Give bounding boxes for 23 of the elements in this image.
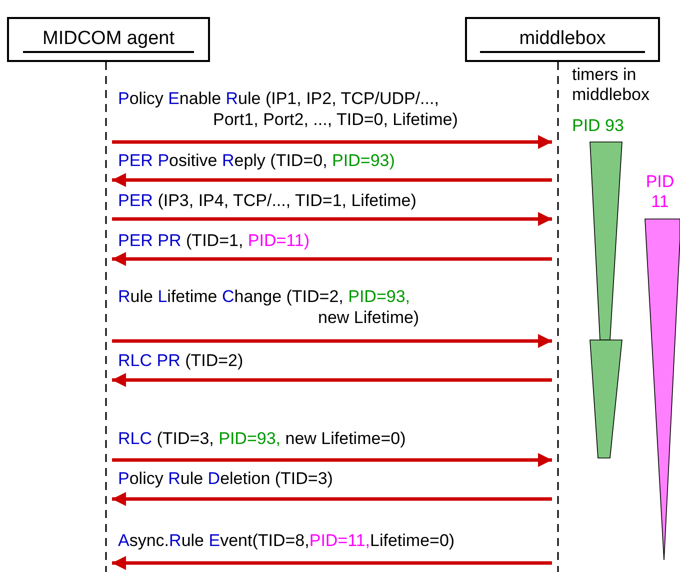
message-label: RLC PR (TID=2) [118,350,244,371]
participant-name: middlebox [480,26,645,52]
message-label: Policy Rule Deletion (TID=3) [118,468,334,489]
timer-label: timers in middlebox [572,65,650,105]
message-arrow [112,252,552,266]
message-arrow [112,556,552,570]
message-label: RLC (TID=3, PID=93, new Lifetime=0) [118,428,407,449]
message-arrow [112,334,552,348]
message-arrow [112,173,552,187]
timer-label: PID 11 [644,172,676,212]
message-label: PER PR (TID=1, PID=11) [118,230,310,251]
message-label: Async.Rule Event(TID=8,PID=11,Lifetime=0) [118,530,456,551]
message-label: PER Positive Reply (TID=0, PID=93) [118,150,396,171]
message-arrow [112,135,552,149]
message-label: PER (IP3, IP4, TCP/..., TID=1, Lifetime) [118,190,418,211]
participant-name: MIDCOM agent [22,26,194,52]
message-arrow [112,453,552,467]
timer-label: PID 93 [572,116,625,136]
message-label: Policy Enable Rule (IP1, IP2, TCP/UDP/..., Port1, Port2, ..., TID=0, Lifetime) [118,88,459,130]
message-arrow [112,373,552,387]
message-label: Rule Lifetime Change (TID=2, PID=93, new Lifetime) [118,286,420,328]
message-arrow [112,212,552,226]
message-arrow [112,492,552,506]
